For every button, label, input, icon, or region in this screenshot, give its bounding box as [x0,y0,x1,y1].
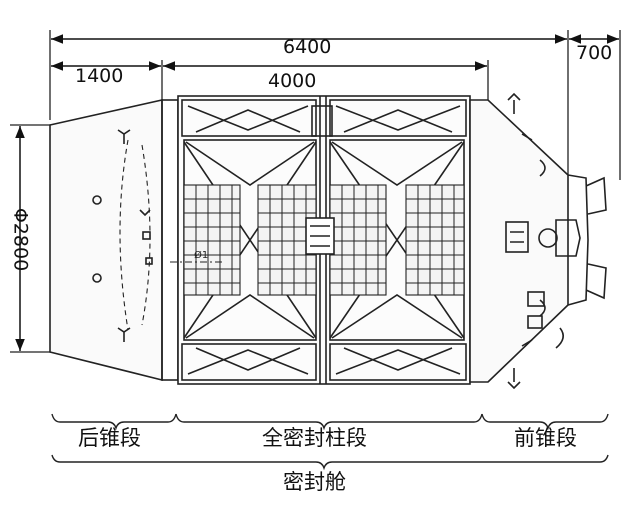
dimension-overall-length: 6400 [283,36,332,58]
dimension-rear-cone-length: 1400 [75,65,124,87]
cylinder-section: Ø1 [161,95,471,385]
section-label-sealed-cabin: 密封舱 [283,470,346,494]
extension-lines [10,30,621,353]
section-label-rear-cone: 后锥段 [78,426,141,450]
section-label-front-cone: 前锥段 [514,426,577,450]
dimension-diameter: Φ2800 [9,207,32,272]
front-cone [469,92,607,390]
rear-cone [49,99,163,382]
dimension-lines [15,34,619,351]
section-braces [51,413,609,471]
dimension-cylinder-length: 4000 [268,70,317,92]
section-label-cylinder: 全密封柱段 [262,426,367,450]
dimension-front-cone-length: 700 [576,42,613,64]
svg-text:Ø1: Ø1 [194,249,208,261]
